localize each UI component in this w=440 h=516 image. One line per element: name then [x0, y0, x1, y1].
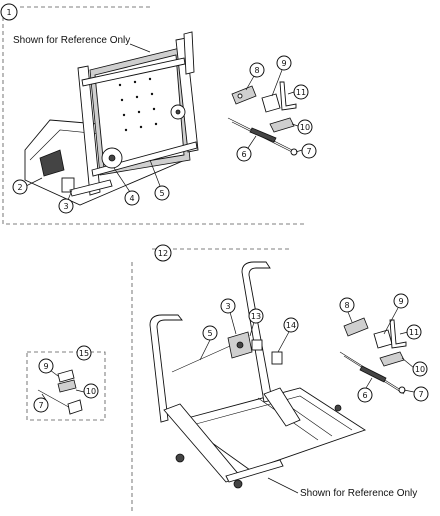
svg-text:3: 3 — [63, 202, 68, 211]
top-frame-assembly — [24, 31, 199, 206]
svg-text:2: 2 — [17, 183, 22, 192]
top-callout-11: 11 — [287, 84, 309, 100]
svg-text:11: 11 — [409, 328, 419, 337]
kit-callout-10: 10 — [75, 383, 99, 399]
svg-text:14: 14 — [286, 321, 296, 330]
top-callout-3: 3 — [58, 189, 74, 214]
svg-text:1: 1 — [6, 8, 11, 17]
svg-text:10: 10 — [86, 387, 96, 396]
bottom-callout-5: 5 — [199, 325, 218, 361]
svg-text:12: 12 — [158, 249, 168, 258]
callout-12: 12 — [154, 244, 172, 262]
svg-text:3: 3 — [225, 302, 230, 311]
svg-text:9: 9 — [43, 362, 48, 371]
bottom-callout-9: 9 — [383, 293, 409, 335]
svg-text:10: 10 — [415, 365, 425, 374]
svg-text:7: 7 — [306, 147, 311, 156]
svg-text:7: 7 — [38, 401, 43, 410]
svg-text:4: 4 — [129, 194, 134, 203]
kit-panel: 15 9 10 7 — [26, 345, 106, 421]
top-callout-7: 7 — [295, 143, 317, 159]
bottom-callout-3: 3 — [220, 298, 237, 335]
bottom-callout-7: 7 — [403, 386, 429, 402]
svg-text:8: 8 — [344, 301, 349, 310]
top-callout-8: 8 — [245, 62, 265, 91]
svg-text:8: 8 — [254, 66, 259, 75]
top-callout-6: 6 — [236, 135, 257, 162]
svg-text:13: 13 — [251, 312, 261, 321]
svg-text:9: 9 — [398, 297, 403, 306]
top-reference-note: Shown for Reference Only — [13, 35, 130, 46]
top-callout-2: 2 — [12, 177, 43, 195]
svg-text:15: 15 — [79, 349, 89, 358]
svg-text:5: 5 — [159, 189, 164, 198]
top-loose-parts — [227, 81, 298, 156]
top-callout-10: 10 — [291, 119, 313, 135]
svg-text:9: 9 — [281, 59, 286, 68]
bottom-callout-8: 8 — [339, 297, 355, 323]
bottom-loose-parts — [339, 317, 407, 395]
svg-text:7: 7 — [418, 390, 423, 399]
svg-text:5: 5 — [207, 329, 212, 338]
bottom-callout-11: 11 — [399, 324, 422, 340]
callout-15: 15 — [76, 345, 92, 361]
bottom-callout-10: 10 — [401, 357, 428, 377]
svg-text:6: 6 — [241, 150, 246, 159]
top-assembly-panel: 1 Shown for Reference Only — [0, 3, 317, 225]
callout-1: 1 — [0, 3, 18, 21]
top-callout-9: 9 — [271, 55, 292, 97]
svg-text:11: 11 — [296, 88, 306, 97]
bottom-callout-14: 14 — [277, 317, 299, 353]
bottom-reference-note: Shown for Reference Only — [300, 488, 417, 499]
top-callout-5: 5 — [149, 159, 170, 201]
bottom-frame-assembly — [149, 261, 367, 489]
bottom-callout-13: 13 — [248, 308, 264, 337]
svg-text:6: 6 — [362, 391, 367, 400]
svg-text:10: 10 — [300, 123, 310, 132]
bottom-callout-6: 6 — [357, 377, 373, 403]
kit-callout-9: 9 — [38, 358, 59, 377]
bottom-assembly-panel: 12 — [131, 244, 429, 514]
kit-callout-7: 7 — [33, 393, 49, 413]
top-callout-4: 4 — [113, 167, 140, 206]
